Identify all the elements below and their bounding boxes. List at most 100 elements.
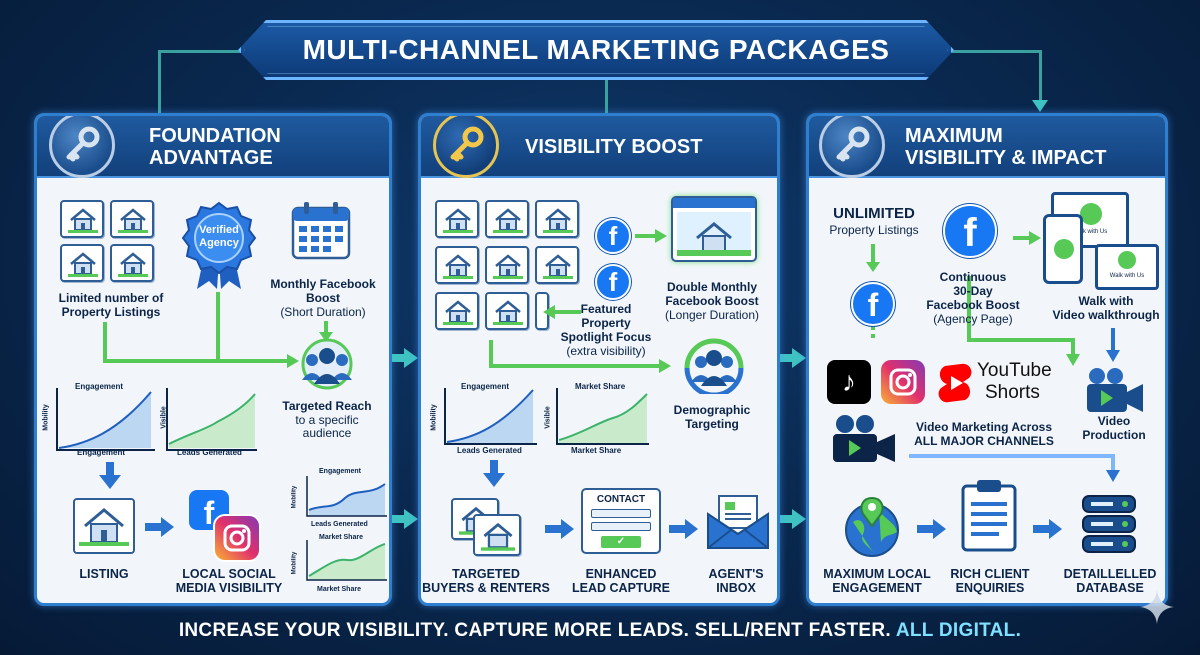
double-boost-line1: Double Monthly <box>667 280 757 294</box>
flow-chevron <box>792 509 806 529</box>
panel-title: VISIBILITY BOOST <box>525 136 703 158</box>
flow-chevron <box>404 509 418 529</box>
buyers-line2: BUYERS & RENTERS <box>422 581 550 595</box>
right-arrow <box>1033 519 1062 539</box>
gold-key-icon <box>433 116 499 178</box>
continuous-line4: (Agency Page) <box>933 312 1013 326</box>
screen-caption: Walk with Us <box>1109 273 1145 279</box>
reach-label-line2: to a specific <box>295 413 359 427</box>
listing-card <box>73 498 135 554</box>
double-boost-line2: Facebook Boost <box>665 294 759 308</box>
video-marketing-line2: ALL MAJOR CHANNELS <box>914 434 1054 448</box>
chart-ylabel: Mobility <box>291 485 298 509</box>
contact-form-icon: CONTACT ✓ <box>581 488 661 554</box>
continuous-line2: 30-Day <box>953 284 993 298</box>
contact-label: CONTACT <box>596 494 646 505</box>
panel-foundation-advantage: FOUNDATION ADVANTAGE Limited number of P… <box>34 113 392 606</box>
demographic-icon <box>679 338 749 398</box>
connector-left-vertical <box>158 50 161 115</box>
listing-tile <box>60 244 104 282</box>
video-marketing-line1: Video Marketing Across <box>915 420 1053 434</box>
walk-line1: Walk with <box>1078 294 1134 308</box>
flow-connector <box>780 354 794 362</box>
reach-label-line1: Targeted Reach <box>282 399 372 413</box>
enquiries-line1: RICH CLIENT <box>950 567 1030 581</box>
flow-chevron <box>404 348 418 368</box>
chart-market-share <box>547 382 651 452</box>
instagram-icon <box>213 514 261 562</box>
verified-badge-icon <box>179 201 259 291</box>
chart-xlabel: Leads Generated <box>177 448 242 457</box>
chart-ylabel: Mobility <box>291 551 298 575</box>
movie-camera-icon <box>827 414 899 466</box>
listing-label: LISTING <box>79 567 129 581</box>
title-banner <box>238 20 954 80</box>
flow-arrows <box>866 231 1120 482</box>
chart-title: Engagement <box>319 468 362 475</box>
facebook-icon: f <box>943 204 997 258</box>
buyers-line1: TARGETED <box>452 567 520 581</box>
featured-line1: Featured <box>580 302 632 316</box>
chart-engagement <box>435 382 539 452</box>
demographic-line1: Demographic <box>673 403 751 417</box>
video-camera-icon <box>1081 366 1147 416</box>
double-boost-line3: (Longer Duration) <box>664 308 760 322</box>
connector-center-vertical <box>605 80 608 115</box>
featured-line3: Spotlight Focus <box>560 330 652 344</box>
panel-title-line2: VISIBILITY & IMPACT <box>905 147 1107 169</box>
submit-check-icon: ✓ <box>601 536 641 548</box>
chart-title: Engagement <box>75 382 124 391</box>
listing-tile <box>535 200 579 238</box>
facebook-icon: f <box>595 264 631 300</box>
listing-tile <box>60 200 104 238</box>
panel-title-line1: FOUNDATION <box>149 125 281 147</box>
right-arrow <box>669 519 698 539</box>
globe-pin-icon <box>839 496 905 558</box>
phone-icon <box>1043 214 1083 284</box>
flow-connector <box>780 515 794 523</box>
listing-tile <box>435 246 479 284</box>
key-icon <box>49 116 115 178</box>
audience-icon <box>292 338 362 390</box>
boost-label-line2: Boost <box>306 291 340 305</box>
chart-title: Market Share <box>319 534 363 541</box>
database-line2: DATABASE <box>1076 581 1144 595</box>
continuous-line1: Continuous <box>939 270 1007 284</box>
footer-accent: ALL DIGITAL. <box>895 620 1022 641</box>
listings-label-line1: Limited number of <box>58 291 164 305</box>
flow-connector <box>392 515 406 523</box>
database-line1: DETAILLELLED <box>1063 567 1157 581</box>
engagement-line2: ENGAGEMENT <box>832 581 922 595</box>
chart-xlabel: Leads Generated <box>457 446 522 455</box>
social-label-line1: LOCAL SOCIAL <box>182 567 276 581</box>
flow-arrows <box>103 292 333 368</box>
footer-main: INCREASE YOUR VISIBILITY. CAPTURE MORE L… <box>178 620 891 641</box>
chart-ylabel: Mobility <box>42 404 50 431</box>
play-icon <box>1080 203 1102 225</box>
lead-capture-line1: ENHANCED <box>585 567 657 581</box>
footer-tagline: INCREASE YOUR VISIBILITY. CAPTURE MORE L… <box>0 620 1200 642</box>
facebook-icon: f <box>595 218 631 254</box>
right-arrow <box>545 519 574 539</box>
panel-title-line2: ADVANTAGE <box>149 147 273 169</box>
inbox-line1: AGENT'S <box>708 567 764 581</box>
chart-engagement <box>47 382 159 458</box>
envelope-icon <box>705 492 771 552</box>
form-field <box>591 509 651 518</box>
down-arrow <box>483 460 505 487</box>
page-title: MULTI-CHANNEL MARKETING PACKAGES <box>302 34 890 65</box>
continuous-line3: Facebook Boost <box>926 298 1020 312</box>
flow-connector <box>392 354 406 362</box>
chart-ylabel: Mobility <box>430 404 438 431</box>
database-icon <box>1077 488 1141 560</box>
play-icon <box>1054 239 1074 259</box>
chart-leads <box>159 382 259 458</box>
connector-right-horizontal <box>952 50 1042 53</box>
demographic-line2: Targeting <box>685 417 739 431</box>
listing-tile <box>110 200 154 238</box>
reach-label-line3: audience <box>302 426 352 440</box>
laptop-icon: Walk with Us <box>1095 244 1159 290</box>
title-banner-frame <box>244 26 948 74</box>
featured-line4: (extra visibility) <box>566 344 646 358</box>
social-label-line2: MEDIA VISIBILITY <box>175 581 283 595</box>
